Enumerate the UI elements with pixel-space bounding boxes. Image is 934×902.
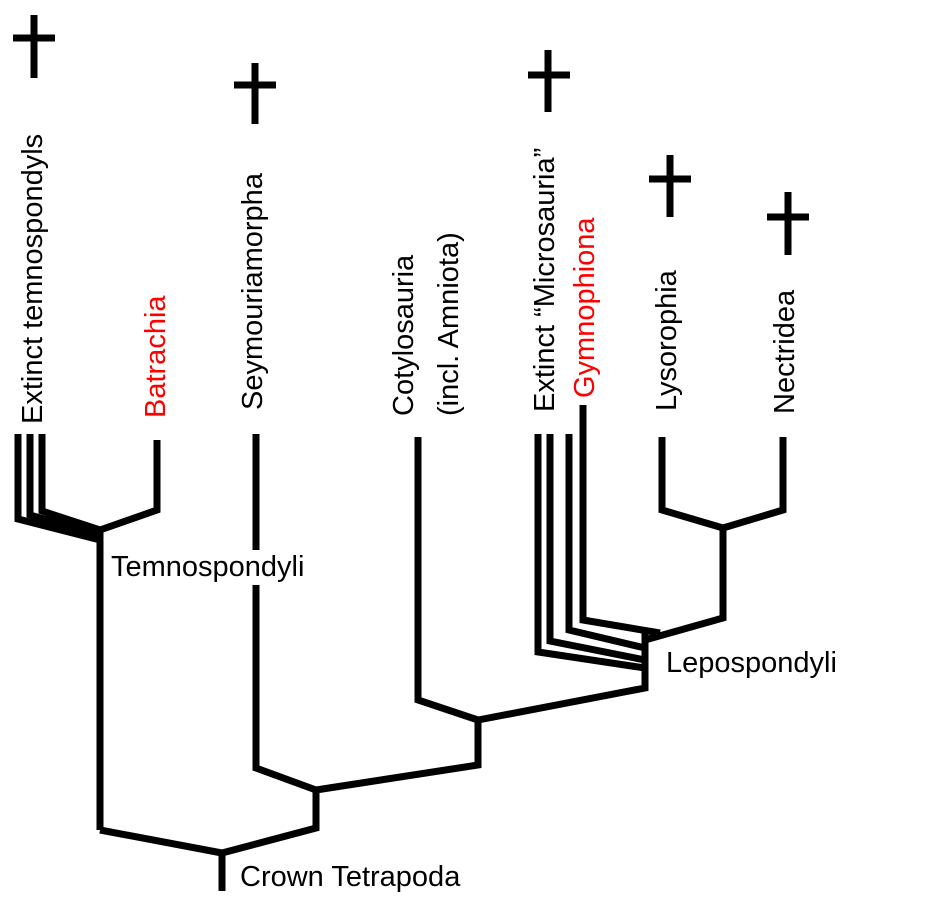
taxon-label-nectridea: Nectridea [769, 289, 801, 414]
branch-extinct-microsauria-3 [565, 434, 646, 652]
branch-extinct-temnospondyls-1 [14, 434, 101, 544]
branch-batrachia [98, 440, 161, 534]
branch-lepospondyli-stem [477, 633, 649, 724]
branch-lysorophia [658, 437, 724, 532]
node-label-temnospondyli: Temnospondyli [111, 551, 304, 583]
tree-branches [14, 405, 787, 891]
branch-nectridea [721, 437, 787, 532]
extinction-markers [13, 15, 809, 255]
taxon-label-extinct-microsauria: Extinct “Microsauria” [529, 148, 561, 412]
taxon-label-seymouriamorpha: Seymouriamorpha [237, 172, 269, 410]
taxon-label-extinct-temnospondyls: Extinct temnospondyls [17, 134, 49, 424]
taxon-label-lysorophia: Lysorophia [651, 269, 683, 411]
dagger-icon [767, 192, 809, 255]
taxon-label-cotylosauria: Cotylosauria [388, 254, 420, 416]
branch-gymnophiona [579, 405, 661, 637]
dagger-icon [528, 50, 570, 112]
node-labels: Temnospondyli Lepospondyli Crown Tetrapo… [111, 551, 837, 893]
dagger-icon [649, 155, 691, 217]
branch-lysorophia-nectridea-stem [644, 528, 727, 644]
branch-amniote-lepospondyl-node [315, 720, 482, 794]
branch-extinct-temnospondyls-2 [26, 434, 101, 539]
taxon-label-incl-amniota: (incl. Amniota) [433, 232, 465, 416]
branch-crown-left [99, 826, 223, 857]
taxon-labels: Extinct temnospondyls Batrachia Seymouri… [17, 134, 801, 424]
branch-extinct-temnospondyls-3 [38, 434, 102, 534]
taxon-label-gymnophiona: Gymnophiona [569, 217, 601, 398]
dagger-icon [234, 63, 276, 124]
branch-extinct-microsauria-2 [546, 434, 646, 664]
dagger-icon [13, 15, 55, 78]
branch-cotylosauria [414, 437, 480, 724]
node-label-crown-tetrapoda: Crown Tetrapoda [240, 861, 461, 893]
taxon-label-batrachia: Batrachia [140, 295, 172, 418]
branch-extinct-microsauria-1 [534, 434, 646, 672]
branch-seymouriamorpha-lower [252, 585, 318, 794]
node-label-lepospondyli: Lepospondyli [666, 647, 837, 679]
branch-reptiliomorph-node [221, 790, 320, 857]
